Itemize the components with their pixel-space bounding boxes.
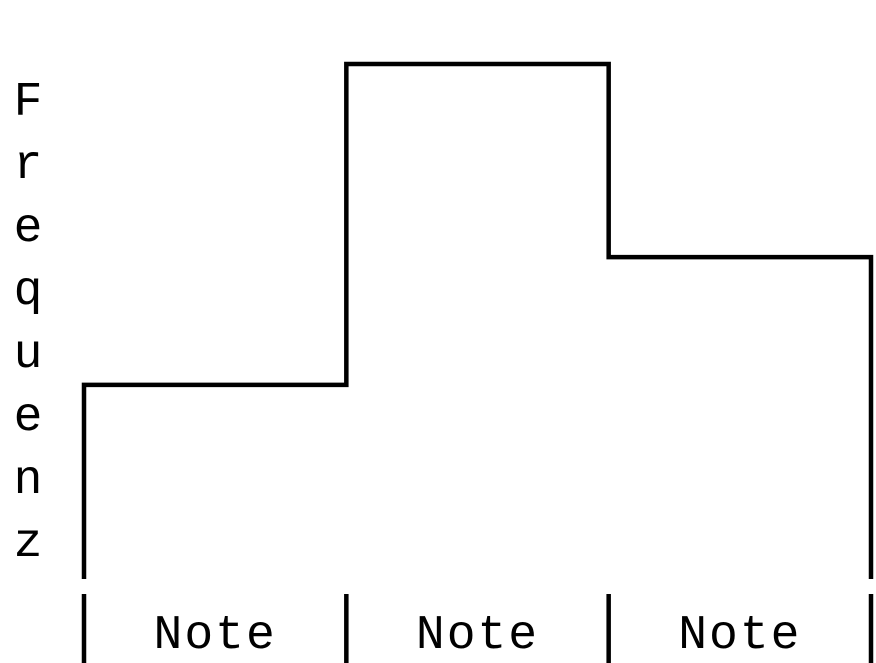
y-axis-label-char: F <box>14 76 43 130</box>
y-axis-label-char: e <box>14 202 43 256</box>
x-axis-note-labels: Note Note Note <box>154 609 801 663</box>
y-axis-label-char: r <box>14 139 43 193</box>
frequency-step-line <box>81 61 874 579</box>
y-axis-label-char: e <box>14 391 43 445</box>
x-axis-label-note: Note <box>678 609 801 663</box>
y-axis-label-char: n <box>14 454 43 508</box>
x-axis-ticks <box>81 594 874 663</box>
x-axis-label-note: Note <box>154 609 277 663</box>
y-axis-label-char: z <box>14 517 43 571</box>
y-axis-label-char: q <box>14 265 43 319</box>
y-axis-label-char: u <box>14 328 43 382</box>
x-axis-label-note: Note <box>416 609 539 663</box>
